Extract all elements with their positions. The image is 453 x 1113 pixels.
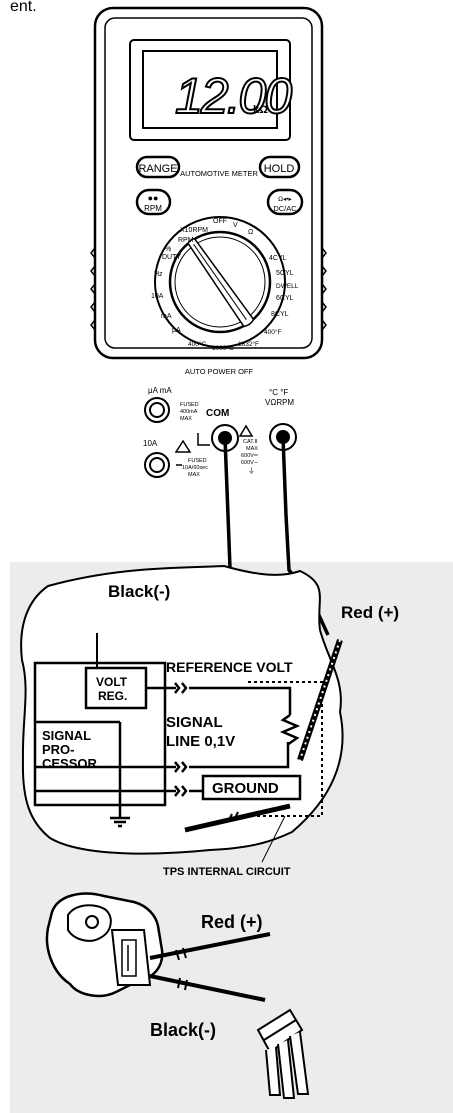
ua-ma-label: μA mA: [148, 386, 172, 395]
fused-10a-line-1: FUSED: [188, 458, 207, 464]
meter-title: AUTOMOTIVE METER: [180, 169, 258, 178]
dial-x10rpm: X10RPM: [180, 227, 208, 234]
com-label: COM: [206, 408, 229, 419]
fused-10a-line-2: 10A/60sec: [182, 465, 208, 471]
dial-10a: 10A: [151, 293, 164, 300]
reference-volt-label: REFERENCE VOLT: [166, 659, 293, 675]
black-probe-label: Black(-): [108, 582, 170, 601]
fused-ma-line-3: MAX: [180, 416, 192, 422]
signal-processor-line-1: SIGNAL: [42, 728, 91, 743]
lcd-unit: kΩ: [253, 104, 268, 116]
sensor-red-label: Red (+): [201, 912, 263, 932]
signal-processor-line-3: CESSOR: [42, 756, 98, 771]
cat-line-1: CAT.II: [243, 439, 258, 445]
sensor-black-probe: [150, 976, 265, 1000]
range-button-label: RANGE: [138, 163, 177, 175]
dial-ma: mA: [161, 313, 172, 320]
auto-power-off-label: AUTO POWER OFF: [185, 367, 254, 376]
hold-button-label: HOLD: [264, 163, 295, 175]
dial-dwell: DWELL: [276, 283, 299, 290]
multimeter: 12.00 kΩ RANGE HOLD AUTOMOTIVE METER ●● …: [91, 8, 326, 478]
ground-symbol: ⏚: [248, 467, 255, 475]
warning-icon-left: [176, 441, 190, 452]
cat-line-4: 600V∼: [241, 460, 259, 466]
dcac-button-label: DC/AC: [273, 204, 297, 213]
volt-reg-line-2: REG.: [98, 689, 127, 703]
dial-8cyl: 8CYL: [271, 311, 289, 318]
signal-processor-line-2: PRO-: [42, 742, 75, 757]
rpm-button-label: RPM: [144, 204, 162, 213]
dial-v: V: [233, 222, 238, 229]
tps-sensor: [47, 894, 270, 1000]
sensor-black-label: Black(-): [150, 1020, 216, 1040]
10a-label: 10A: [143, 439, 158, 448]
sensor-red-probe: [150, 934, 270, 958]
volt-reg-line-1: VOLT: [96, 675, 128, 689]
dial-1832f: 1832°F: [238, 340, 259, 348]
rpm-button-icon: ●●: [148, 193, 159, 203]
dial-duty: DUTY: [162, 254, 181, 261]
fused-ma-line-1: FUSED: [180, 402, 199, 408]
red-probe-label: Red (+): [341, 603, 399, 622]
dcac-button-symbols: Ω◂•▸: [278, 196, 292, 203]
ground-label: GROUND: [212, 780, 279, 797]
dial-rpm: RPM: [178, 237, 194, 244]
signal-line-label-1: SIGNAL: [166, 714, 223, 731]
vohmrpm-label: VΩRPM: [265, 398, 294, 407]
circuit-outline: [21, 566, 342, 854]
cat-line-3: 600V═: [241, 453, 258, 459]
dial-400c: 400°C: [188, 340, 206, 348]
cat-line-2: MAX: [246, 446, 258, 452]
temp-label: °C °F: [269, 388, 288, 397]
tps-internal-label: TPS INTERNAL CIRCUIT: [163, 866, 291, 878]
warning-icon-right: [240, 426, 252, 436]
dial-4cyl: 4CYL: [269, 255, 287, 262]
dial-ua: μA: [172, 327, 181, 334]
fused-ma-line-2: 400mA: [180, 409, 198, 415]
dial-6cyl: 6CYL: [276, 295, 294, 302]
dial-off: OFF: [213, 218, 227, 225]
signal-line-label-2: LINE 0,1V: [166, 733, 235, 750]
dial-5cyl: 5CYL: [276, 270, 294, 277]
loose-connector: [258, 1010, 308, 1098]
dial-ohm: Ω: [248, 229, 253, 236]
dial-400f: 400°F: [264, 328, 281, 336]
dial-1000c: 1000°C: [212, 344, 234, 352]
lcd-reading: 12.00: [175, 68, 292, 124]
dial-percent: %: [165, 246, 171, 253]
fused-10a-line-3: MAX: [188, 472, 200, 478]
dial-hz: Hz: [154, 271, 163, 278]
